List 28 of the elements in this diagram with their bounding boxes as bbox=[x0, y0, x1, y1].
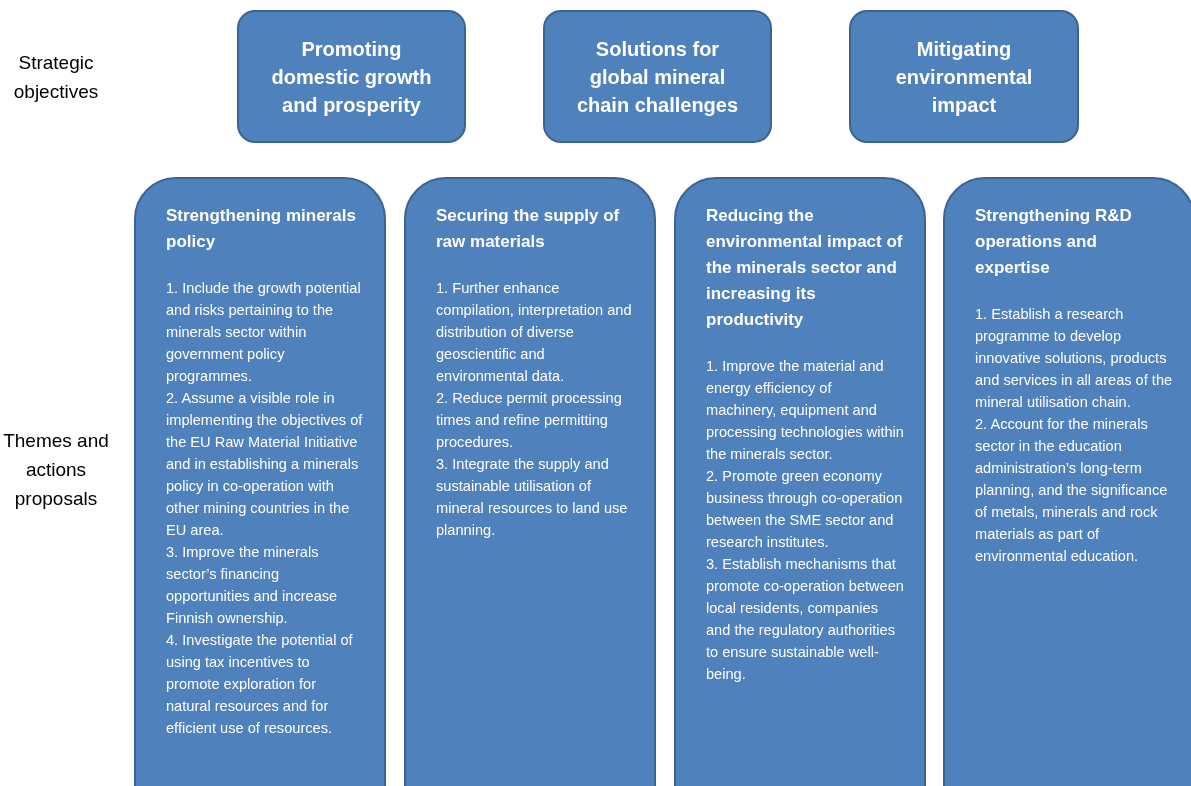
theme-panel bbox=[134, 177, 386, 786]
theme-panel bbox=[674, 177, 926, 786]
theme-heading: Reducing the environmental impact of the minerals sector and increasing its productivity bbox=[706, 205, 904, 331]
action-item: 2. Assume a visible role in implementing the objectives of the EU Raw Material Initiative and in establishing a minerals policy in co-operation with other mining countries in the EU area. bbox=[166, 389, 364, 540]
theme-heading: Strengthening minerals policy bbox=[166, 205, 357, 253]
theme-panel bbox=[943, 177, 1191, 786]
objective-box bbox=[849, 10, 1079, 143]
action-item: 1. Include the growth potential and risks pertaining to the minerals sector within government policy programmes. bbox=[166, 279, 362, 386]
action-item: 1. Further enhance compilation, interpretation and distribution of diverse geoscientific and environmental data. bbox=[436, 279, 633, 386]
objective-box bbox=[543, 10, 772, 143]
objective-box bbox=[237, 10, 466, 143]
theme-panel bbox=[404, 177, 656, 786]
action-item: 2. Reduce permit processing times and refine permitting procedures. bbox=[436, 389, 623, 452]
action-item: 4. Investigate the potential of using tax incentives to promote exploration for natural resources and for efficient use of resources. bbox=[166, 631, 354, 738]
action-item: 2. Account for the minerals sector in the education administration’s long-term planning, and the significance of metals, minerals and rock materials as part of environmental education. bbox=[975, 415, 1169, 566]
objective-title: Mitigating environmental impact bbox=[894, 36, 1034, 118]
action-item: 1. Improve the material and energy efficiency of machinery, equipment and processing technologies within the minerals sector. bbox=[706, 357, 904, 464]
objective-title: Solutions for global mineral chain challenges bbox=[575, 36, 740, 118]
action-item: 3. Integrate the supply and sustainable utilisation of mineral resources to land use planning. bbox=[436, 455, 629, 540]
action-item: 1. Establish a research programme to develop innovative solutions, products and services in all areas of the mineral utilisation chain. bbox=[975, 305, 1173, 412]
theme-heading: Securing the supply of raw materials bbox=[436, 205, 621, 253]
row-label: Themes and actions proposals bbox=[2, 429, 110, 511]
action-item: 3. Improve the minerals sector’s financing opportunities and increase Finnish ownership. bbox=[166, 543, 339, 628]
theme-heading: Strengthening R&D operations and expertise bbox=[975, 205, 1133, 279]
action-item: 3. Establish mechanisms that promote co-operation between local residents, companies and the regulatory authorities to ensure sustainable well-being. bbox=[706, 555, 904, 684]
row-label: Strategic objectives bbox=[12, 51, 100, 104]
objective-title: Promoting domestic growth and prosperity bbox=[270, 36, 433, 118]
action-item: 2. Promote green economy business through co-operation between the SME sector and research institutes. bbox=[706, 467, 904, 552]
